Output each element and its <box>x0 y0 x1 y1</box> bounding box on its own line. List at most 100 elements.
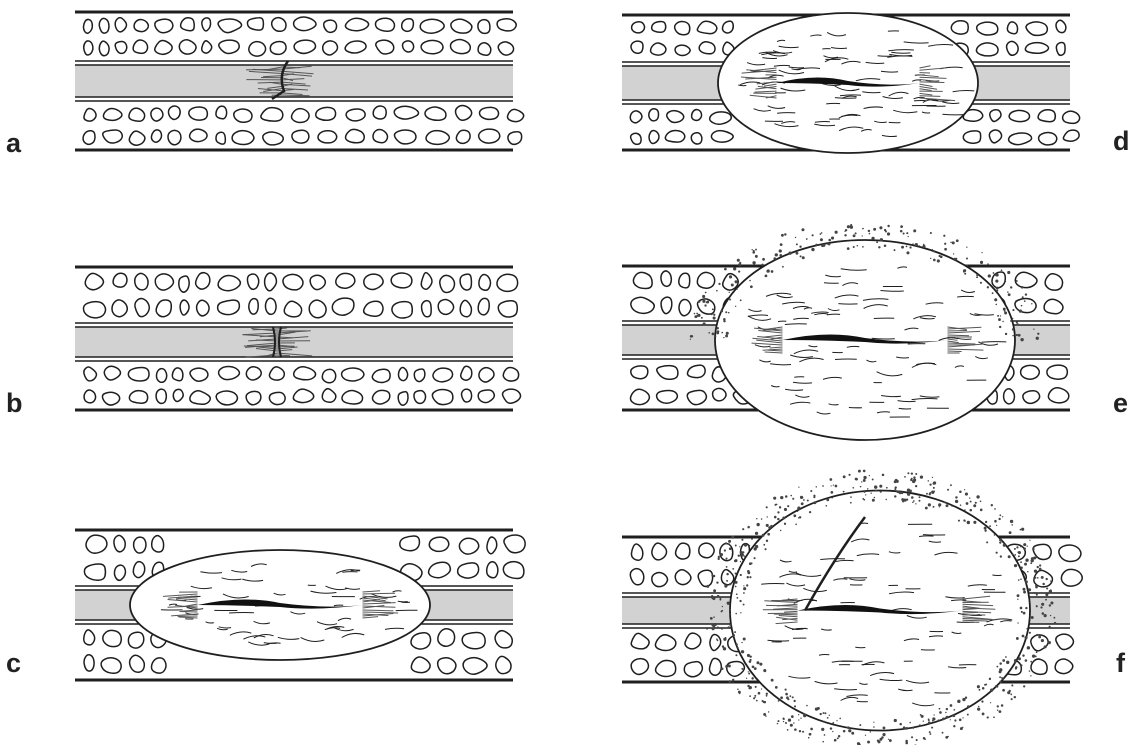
periosteal-speckle <box>966 257 968 259</box>
periosteal-speckle <box>863 476 866 479</box>
periosteal-speckle <box>1028 588 1031 591</box>
periosteal-speckle <box>874 497 876 499</box>
periosteal-speckle <box>952 241 955 244</box>
periosteal-speckle <box>1004 312 1007 315</box>
trabecula <box>687 365 705 377</box>
periosteal-speckle <box>728 665 731 668</box>
periosteal-speckle <box>915 243 918 246</box>
trabecula <box>649 131 659 144</box>
periosteal-speckle <box>850 502 852 504</box>
trabecula <box>675 21 690 34</box>
trabecula <box>992 272 1005 288</box>
periosteal-speckle <box>823 712 825 714</box>
periosteal-speckle <box>698 300 700 302</box>
hatch-right <box>963 620 988 621</box>
periosteal-speckle <box>894 488 896 490</box>
periosteal-speckle <box>1041 576 1044 579</box>
trabecula <box>692 110 702 121</box>
periosteal-speckle <box>735 559 738 562</box>
periosteal-speckle <box>788 718 791 721</box>
periosteal-speckle <box>1027 545 1028 546</box>
periosteal-speckle <box>959 718 962 721</box>
trabecula <box>394 130 416 144</box>
trabecula <box>129 131 145 145</box>
periosteal-speckle <box>782 266 784 268</box>
periosteal-speckle <box>1036 634 1038 636</box>
trabecula <box>721 570 733 585</box>
periosteal-speckle <box>887 232 890 235</box>
trabecula <box>631 544 642 560</box>
periosteal-speckle <box>899 723 901 725</box>
periosteal-speckle <box>794 728 797 731</box>
periosteal-speckle <box>1045 599 1047 601</box>
periosteal-speckle <box>813 495 815 497</box>
periosteal-speckle <box>787 505 789 507</box>
periosteal-speckle <box>739 600 741 602</box>
periosteal-speckle <box>776 504 778 506</box>
trabecula <box>438 629 455 647</box>
periosteal-speckle <box>999 681 1001 683</box>
periosteal-speckle <box>743 638 746 641</box>
trabecula <box>420 19 444 33</box>
trabecula <box>432 389 453 404</box>
periosteal-speckle <box>863 499 865 501</box>
periosteal-speckle <box>728 559 729 560</box>
periosteal-speckle <box>729 299 731 301</box>
periosteal-speckle <box>1007 291 1008 292</box>
periosteal-speckle <box>768 526 771 529</box>
periosteal-speckle <box>735 306 736 307</box>
periosteal-speckle <box>970 501 972 503</box>
trabecula <box>216 132 225 144</box>
trabecula <box>99 18 109 33</box>
periosteal-speckle <box>741 668 743 670</box>
periosteal-speckle <box>1021 305 1023 307</box>
periosteal-speckle <box>928 721 931 724</box>
periosteal-speckle <box>1020 566 1023 569</box>
periosteal-speckle <box>1018 334 1021 337</box>
periosteal-speckle <box>824 712 826 714</box>
periosteal-speckle <box>907 489 910 492</box>
periosteal-speckle <box>1027 646 1030 649</box>
periosteal-speckle <box>737 689 739 691</box>
hatch-right <box>948 351 962 352</box>
periosteal-speckle <box>883 726 886 729</box>
trabecula <box>261 108 283 122</box>
periosteal-speckle <box>889 739 892 742</box>
periosteal-speckle <box>913 476 915 478</box>
periosteal-speckle <box>909 246 911 248</box>
periosteal-speckle <box>773 257 776 260</box>
trabecula <box>675 45 690 55</box>
periosteal-speckle <box>942 717 945 720</box>
periosteal-speckle <box>1039 568 1042 571</box>
periosteal-speckle <box>777 511 779 513</box>
periosteal-speckle <box>998 518 1000 520</box>
periosteal-speckle <box>1011 698 1013 700</box>
trabecula <box>292 130 309 143</box>
hatch-left <box>766 605 797 606</box>
trabecula <box>283 274 303 290</box>
periosteal-speckle <box>696 313 698 315</box>
periosteal-speckle <box>1010 520 1013 523</box>
periosteal-speckle <box>767 516 768 517</box>
periosteal-speckle <box>1018 579 1020 581</box>
trabecula <box>478 43 491 56</box>
periosteal-speckle <box>735 572 737 574</box>
trabecula <box>400 536 420 551</box>
periosteal-speckle <box>989 525 991 527</box>
periosteal-speckle <box>879 226 882 229</box>
periosteal-speckle <box>750 285 753 288</box>
periosteal-speckle <box>869 233 871 235</box>
periosteal-speckle <box>933 714 934 715</box>
trabecula <box>438 658 456 674</box>
trabecula <box>336 273 355 288</box>
periosteal-speckle <box>915 485 917 487</box>
trabecula <box>697 21 716 33</box>
trabecula <box>197 300 210 316</box>
periosteal-speckle <box>754 695 756 697</box>
trabecula <box>190 129 207 142</box>
periosteal-speckle <box>862 228 864 230</box>
periosteal-speckle <box>1012 328 1014 330</box>
trabecula <box>479 129 500 143</box>
periosteal-speckle <box>1030 675 1031 676</box>
panel-a <box>75 12 524 150</box>
